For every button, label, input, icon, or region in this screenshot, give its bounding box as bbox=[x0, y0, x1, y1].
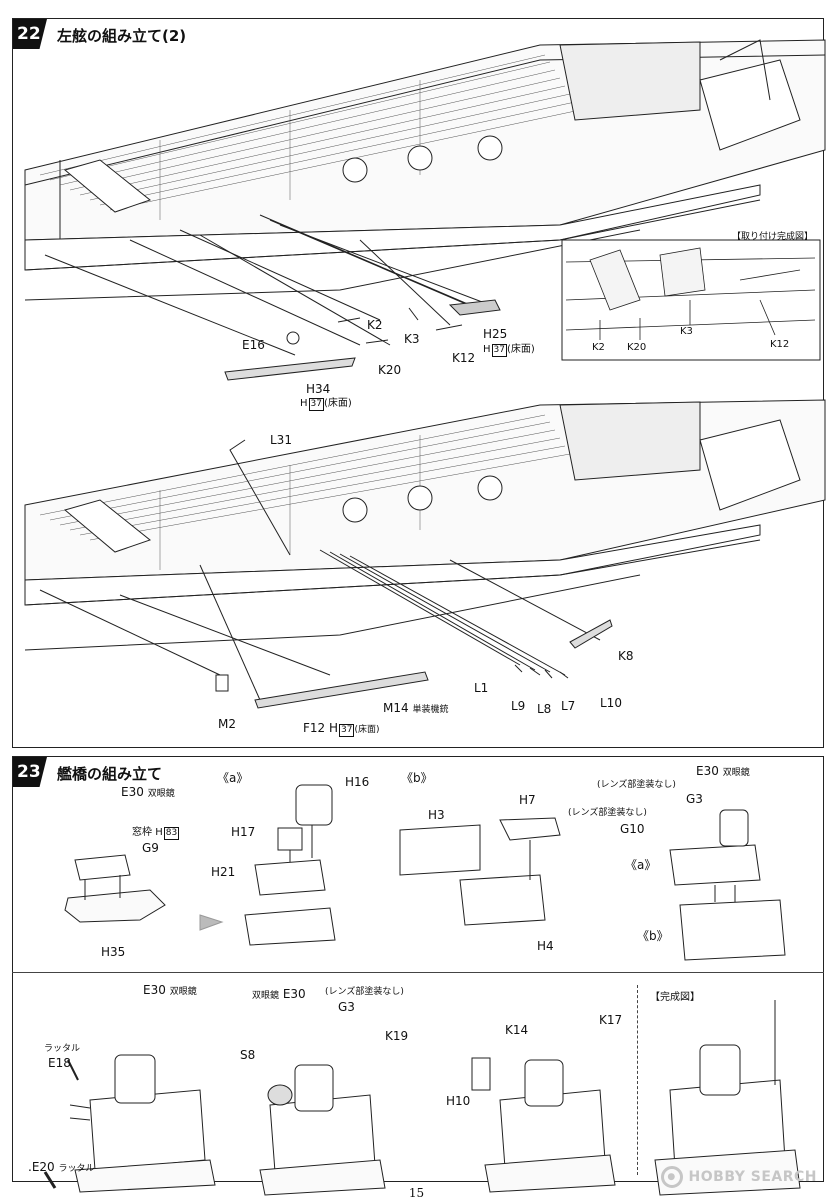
label-s8: S8 bbox=[240, 1048, 256, 1062]
step-22-title: 左舷の組み立て(2) bbox=[57, 27, 187, 45]
label-k14: K14 bbox=[505, 1023, 529, 1037]
inset-label-k3: K3 bbox=[680, 326, 693, 337]
label-k17: K17 bbox=[599, 1013, 623, 1027]
label-m14: M14 単装機銃 bbox=[383, 701, 449, 715]
step-23-divider bbox=[12, 972, 824, 973]
inset-title: 【取り付け完成図】 bbox=[732, 232, 814, 242]
label-e20: .E20 ラッタル bbox=[28, 1160, 95, 1174]
label-h25: H25 bbox=[483, 327, 508, 341]
label-ref-a: 《a》 bbox=[625, 858, 657, 872]
label-h35: H35 bbox=[101, 945, 126, 959]
label-rattal-top: ラッタル bbox=[44, 1044, 81, 1054]
page-number: 15 bbox=[408, 1186, 425, 1200]
label-complete: 【完成図】 bbox=[650, 992, 700, 1003]
label-k2: K2 bbox=[367, 318, 383, 332]
label-lens-note-1: (レンズ部塗装なし) bbox=[597, 780, 676, 790]
step-23-diagram bbox=[43, 784, 801, 1196]
watermark-logo-icon: ● bbox=[660, 1166, 683, 1188]
label-g3-b: G3 bbox=[338, 1000, 355, 1014]
label-l10: L10 bbox=[600, 696, 622, 710]
label-h4: H4 bbox=[537, 939, 554, 953]
label-h7: H7 bbox=[519, 793, 536, 807]
label-lens-note-2: (レンズ部塗装なし) bbox=[568, 808, 647, 818]
label-e30-a: E30 双眼鏡 bbox=[121, 785, 175, 799]
label-k20: K20 bbox=[378, 363, 402, 377]
label-h17: H17 bbox=[231, 825, 256, 839]
label-e16: E16 bbox=[242, 338, 265, 352]
label-l8: L8 bbox=[537, 702, 552, 716]
step-22-diagram-lower bbox=[24, 399, 826, 709]
label-g9: G9 bbox=[142, 841, 159, 855]
inset-label-k12: K12 bbox=[770, 339, 790, 350]
label-sub-b: 《b》 bbox=[401, 771, 433, 785]
label-h34: H34 bbox=[306, 382, 331, 396]
label-l9: L9 bbox=[511, 699, 526, 713]
label-e30-c: E30 双眼鏡 bbox=[143, 983, 197, 997]
label-k3: K3 bbox=[404, 332, 420, 346]
label-k19: K19 bbox=[385, 1029, 409, 1043]
step-22-badge: 22 bbox=[13, 19, 47, 49]
label-ref-b: 《b》 bbox=[637, 929, 669, 943]
step-23-title: 艦橋の組み立て bbox=[57, 765, 163, 783]
label-h10: H10 bbox=[446, 1094, 471, 1108]
inset-label-k20: K20 bbox=[627, 342, 647, 353]
label-k12: K12 bbox=[452, 351, 476, 365]
label-e18: E18 bbox=[48, 1056, 71, 1070]
step-22-diagram-upper bbox=[24, 39, 826, 381]
inset-label-k2: K2 bbox=[592, 342, 605, 353]
label-e30-d: 双眼鏡 E30 bbox=[252, 987, 306, 1001]
complete-separator bbox=[637, 985, 638, 1175]
label-k8: K8 bbox=[618, 649, 634, 663]
label-e30-b: E30 双眼鏡 bbox=[696, 764, 750, 778]
label-lens-note-3: (レンズ部塗装なし) bbox=[325, 987, 404, 997]
label-sub-a: 《a》 bbox=[217, 771, 249, 785]
label-h21: H21 bbox=[211, 865, 236, 879]
label-h16: H16 bbox=[345, 775, 370, 789]
label-m2: M2 bbox=[218, 717, 236, 731]
label-g3-a: G3 bbox=[686, 792, 703, 806]
watermark: ● HOBBY SEARCH bbox=[660, 1166, 817, 1188]
label-l7: L7 bbox=[561, 699, 576, 713]
label-l31: L31 bbox=[270, 433, 292, 447]
label-g10: G10 bbox=[620, 822, 645, 836]
label-l1: L1 bbox=[474, 681, 489, 695]
label-h3: H3 bbox=[428, 808, 445, 822]
